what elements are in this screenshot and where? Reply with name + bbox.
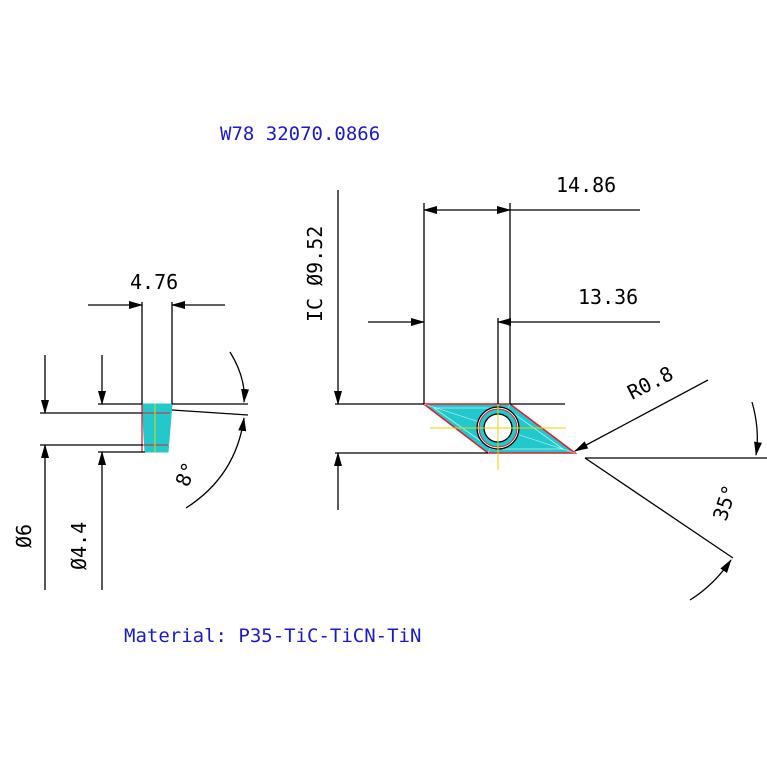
dim-length-outer: 14.86 bbox=[556, 173, 616, 197]
material-label: Material: P35-TiC-TiCN-TiN bbox=[124, 625, 421, 647]
dim-outer-diameter: Ø6 bbox=[12, 524, 36, 548]
dim-corner-radius: R0.8 bbox=[623, 361, 677, 404]
side-view bbox=[40, 301, 250, 590]
dim-hole-diameter: Ø4.4 bbox=[67, 522, 91, 570]
side-insert-body bbox=[141, 403, 173, 453]
dim-clearance-angle: 8° bbox=[170, 459, 201, 490]
top-view bbox=[334, 190, 767, 601]
dim-inscribed-circle: IC Ø9.52 bbox=[303, 226, 327, 322]
dim-corner-angle: 35° bbox=[708, 482, 742, 524]
part-number: W78 32070.0866 bbox=[220, 123, 380, 145]
dim-length-inner: 13.36 bbox=[578, 285, 638, 309]
dim-thickness: 4.76 bbox=[130, 270, 178, 294]
